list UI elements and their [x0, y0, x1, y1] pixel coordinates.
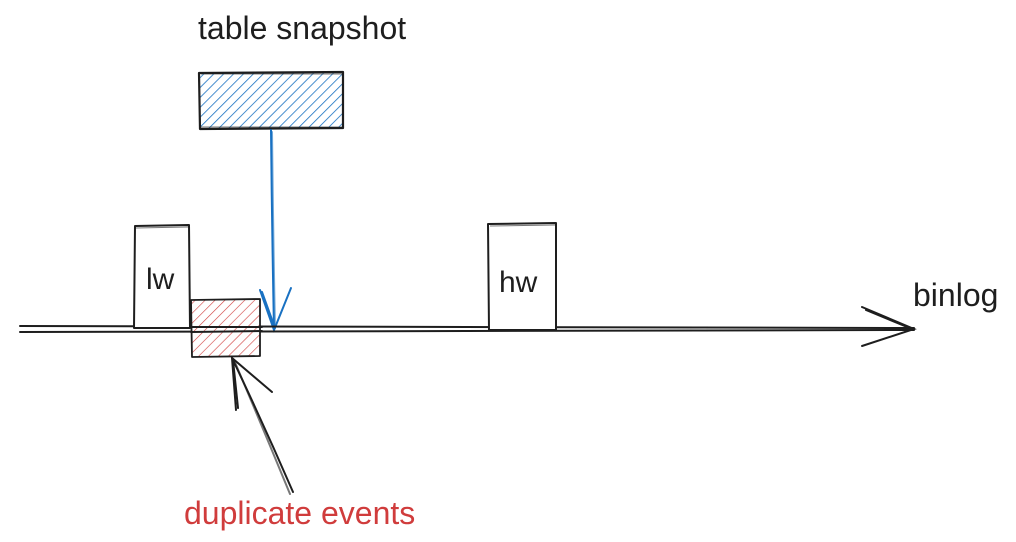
snapshot-arrow: [259, 129, 292, 333]
binlog-timeline-overlay: [190, 326, 263, 333]
snapshot-title: table snapshot: [198, 10, 406, 46]
low-watermark-label: lw: [146, 263, 175, 296]
snapshot-block: [197, 70, 345, 131]
high-watermark-label: hw: [499, 266, 538, 299]
high-watermark-marker: [487, 222, 557, 331]
duplicate-events-arrow: [230, 355, 294, 495]
binlog-label: binlog: [913, 277, 998, 313]
duplicate-events-label: duplicate events: [184, 495, 415, 531]
low-watermark-marker: [133, 224, 191, 329]
